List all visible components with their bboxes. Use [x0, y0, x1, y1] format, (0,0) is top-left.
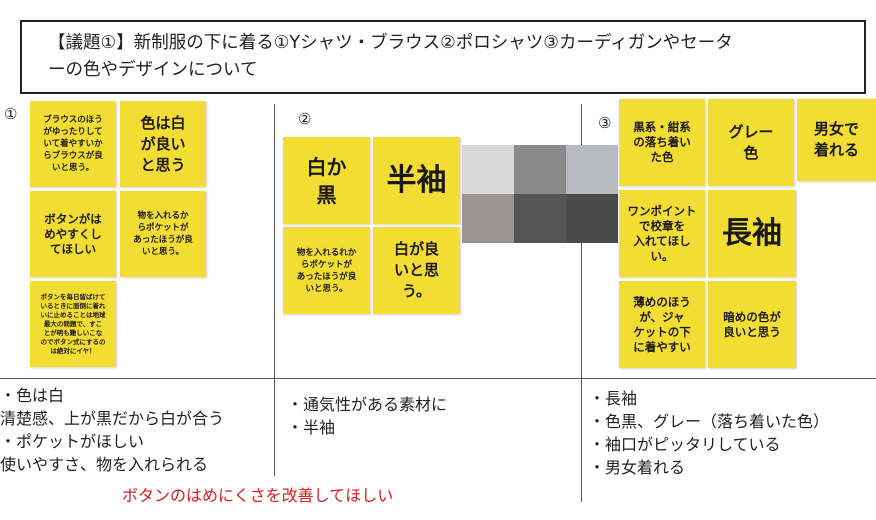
- sticky-note-white-color: 色は白 が良い と思う: [120, 101, 206, 187]
- note-line: ・通気性がある素材に: [287, 395, 448, 414]
- sticky-note-gray: グレー 色: [708, 99, 794, 186]
- agenda-title-box: 【議題①】新制服の下に着る①Yシャツ・ブラウス②ポロシャツ③カーディガンやセータ…: [20, 20, 866, 94]
- sticky-note-unisex: 男女で 着れる: [797, 99, 876, 181]
- note-line: ・色は白: [0, 386, 65, 405]
- notes-column-1: ・色は白 清楚感、上が黒だから白が合う ・ポケットがほしい 使いやすさ、物を入れ…: [0, 384, 224, 476]
- sticky-note-pocket-2: 物を入れるれか らポケットが あったほうが良 いと思う。: [283, 227, 370, 314]
- note-line: 使いやすさ、物を入れられる: [0, 455, 209, 474]
- notes-column-2: ・通気性がある素材に ・半袖: [287, 393, 447, 439]
- sticky-note-white-good: 白が良 いと思 う。: [373, 227, 460, 314]
- sticky-note-dark-color: 暗めの色が 良いと思う: [708, 281, 796, 368]
- sticky-note-easy-buttons: ボタンがは めやすくし てほしい: [30, 191, 116, 277]
- sticky-note-white-or-black: 白か 黒: [283, 137, 370, 224]
- sticky-note-button-complaint: ボタンを毎日留ばけて いるときに面倒に着れ いに止めることは地球 最大の問題で、…: [30, 281, 116, 367]
- column-divider-2: [581, 104, 582, 502]
- color-swatch: [462, 194, 514, 243]
- sticky-note-calm-colors: 黒系・紺系 の落ち着い た色: [619, 99, 705, 186]
- note-line: ・ポケットがほしい: [0, 432, 145, 451]
- sticky-note-long-sleeve: 長袖: [708, 190, 796, 277]
- section-number-1: ①: [4, 105, 18, 123]
- notes-column-3: ・長袖 ・色黒、グレー（落ち着いた色） ・袖口がピッタリしている ・男女着れる: [589, 387, 829, 479]
- color-swatch: [462, 145, 514, 194]
- sticky-note-pocket-1: 物を入れるか らポケットが あったほうが良 いと思う。: [120, 191, 206, 277]
- section-number-2: ②: [298, 110, 312, 128]
- color-swatch: [566, 194, 618, 243]
- sticky-note-blouse-comfort: ブラウスのほう がゆったりして いて着やすいか らブラウスが良 いと思う。: [30, 101, 116, 187]
- color-swatch: [514, 145, 566, 194]
- note-line: 清楚感、上が黒だから白が合う: [0, 409, 225, 428]
- note-line: ・色黒、グレー（落ち着いた色）: [589, 412, 830, 431]
- column-divider-1: [274, 104, 275, 476]
- note-line: ・男女着れる: [589, 458, 686, 477]
- agenda-title-line-1: 【議題①】新制服の下に着る①Yシャツ・ブラウス②ポロシャツ③カーディガンやセータ: [48, 33, 733, 53]
- conclusion-text: ボタンのはめにくさを改善してほしい: [122, 486, 394, 505]
- note-line: ・半袖: [287, 418, 336, 437]
- color-swatch: [514, 194, 566, 243]
- sticky-note-thin-fabric: 薄めのほう が、ジャ ケットの下 に着やすい: [619, 281, 705, 368]
- sticky-note-school-emblem: ワンポイント で校章を 入れてほし い。: [619, 190, 705, 277]
- sticky-note-short-sleeve: 半袖: [373, 137, 460, 224]
- notes-divider: [0, 378, 876, 379]
- agenda-title-line-2: ーの色やデザインについて: [48, 60, 258, 80]
- note-line: ・長袖: [589, 389, 638, 408]
- section-number-3: ③: [598, 114, 612, 132]
- note-line: ・袖口がピッタリしている: [589, 435, 781, 454]
- color-swatch-grid: [462, 145, 618, 243]
- color-swatch: [566, 145, 618, 194]
